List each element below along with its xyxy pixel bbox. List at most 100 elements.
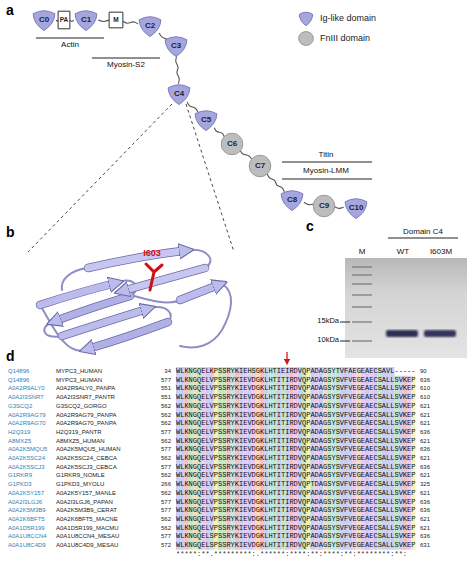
ig-domain: C4 bbox=[166, 83, 192, 105]
ig-domain: C8 bbox=[279, 189, 305, 211]
protein-band bbox=[424, 330, 456, 337]
construct-bar bbox=[388, 238, 458, 239]
domain-label: C5 bbox=[201, 116, 211, 124]
protein-band bbox=[386, 330, 418, 337]
sequence: WLKNGQELVPSSRYKIEVDGKLHTITIRDVQPADAGSYSV… bbox=[176, 411, 415, 420]
ig-domain: C0 bbox=[31, 9, 57, 31]
residue-number: 621 bbox=[420, 524, 430, 533]
residue-shading bbox=[176, 367, 415, 550]
ladder-band bbox=[352, 321, 372, 323]
ladder-band bbox=[352, 274, 372, 276]
accession-id: A0A2K5SCJ3 bbox=[8, 463, 45, 472]
strand-outline bbox=[88, 251, 182, 268]
domain-label: C10 bbox=[349, 204, 364, 212]
entry-name: G3SCQ2_GORGO bbox=[56, 402, 107, 411]
residue-number: 572 bbox=[161, 541, 171, 550]
ig-domain: C2 bbox=[137, 15, 163, 37]
accession-id: A0A2K5M3B9 bbox=[8, 506, 46, 515]
domain-label: C4 bbox=[174, 90, 184, 98]
gel-image bbox=[345, 258, 467, 358]
linker bbox=[240, 150, 252, 159]
beta-strand bbox=[180, 286, 216, 300]
residue-number: 577 bbox=[161, 532, 171, 541]
ig-domain: C10 bbox=[343, 197, 369, 219]
mw-marker: 10kDa bbox=[317, 336, 339, 345]
ladder-band bbox=[352, 340, 372, 342]
residue-number: 621 bbox=[420, 515, 430, 524]
legend-entry: Ig-like domain bbox=[298, 8, 376, 28]
entry-name: A0A2K5Y157_MANLE bbox=[56, 489, 116, 498]
sequence: WLKNGQELVPSSRYKIEVDGKLHTITIRDVQPADAGSYSV… bbox=[176, 428, 415, 437]
accession-id: A0A1U8C4D9 bbox=[8, 541, 46, 550]
residue-number: 562 bbox=[161, 419, 171, 428]
domain-label: C2 bbox=[145, 22, 155, 30]
box-shape bbox=[58, 11, 70, 29]
accession-id: H2Q319 bbox=[8, 428, 30, 437]
ig-shape bbox=[281, 191, 303, 211]
linker bbox=[176, 56, 180, 83]
entry-name: A0A1U8C4D9_MESAU bbox=[56, 541, 118, 550]
residue-number: 610 bbox=[420, 384, 430, 393]
strand-outline bbox=[180, 286, 216, 300]
accession-id: A0A2I3SNR7 bbox=[8, 393, 44, 402]
ig-shape bbox=[165, 37, 187, 57]
sequence: WLKNGQELVPSSRYKIEVDGKLHTITIRDVQPADAGSYSV… bbox=[176, 384, 415, 393]
residue-number: 577 bbox=[161, 463, 171, 472]
ig-domain: C1 bbox=[73, 9, 99, 31]
ig-shape bbox=[168, 85, 190, 105]
residue-number: 562 bbox=[161, 515, 171, 524]
domain-label: PA bbox=[60, 17, 69, 24]
marker-ladder bbox=[352, 266, 372, 342]
residue-number: 621 bbox=[420, 402, 430, 411]
region-bar bbox=[282, 179, 372, 180]
panel-letter: d bbox=[6, 348, 15, 364]
marker-tick bbox=[340, 322, 350, 323]
legend-swatch bbox=[298, 11, 314, 26]
ladder-band bbox=[352, 306, 372, 308]
entry-name: A0A2K5SCJ3_CEBCA bbox=[56, 463, 117, 472]
accession-id: A0A2R9AG70 bbox=[8, 419, 46, 428]
entry-name: H2Q319_PANTR bbox=[56, 428, 102, 437]
accession-id: Q14896 bbox=[8, 376, 29, 385]
entry-name: A0A2I3LGJ6_PAPAN bbox=[56, 498, 113, 507]
loop bbox=[62, 268, 88, 290]
strand-outline bbox=[126, 268, 205, 290]
residue-number: 636 bbox=[420, 376, 430, 385]
residue-number: 34 bbox=[164, 367, 171, 376]
linker bbox=[214, 128, 224, 137]
entry-name: A0A1U8CCN4_MESAU bbox=[56, 532, 119, 541]
entry-name: A0A2I3SNR7_PANTR bbox=[56, 393, 115, 402]
sequence: WLKNGQELSPSSRYKIEVDGKLHTITIRDVQPADAGSYSV… bbox=[176, 541, 415, 550]
residue-number: 621 bbox=[420, 411, 430, 420]
ribbon-structure bbox=[40, 250, 231, 351]
entry-name: A0A2R9ALY0_PANPA bbox=[56, 384, 115, 393]
accession-id: A0A2K5MQU5 bbox=[8, 445, 47, 454]
sequence: WLKNGQELVPSSRYKIEVDGKLHTITIRDVQPTDAGSYSV… bbox=[176, 480, 415, 489]
residue-number: 562 bbox=[161, 402, 171, 411]
strand-outline bbox=[91, 322, 168, 348]
legend-text: Ig-like domain bbox=[320, 13, 376, 23]
linker bbox=[304, 202, 314, 204]
residue-stick bbox=[146, 264, 162, 290]
lane-label: M bbox=[359, 247, 366, 256]
entry-name: G1RKR9_NOMLE bbox=[56, 471, 105, 480]
motif-box: M bbox=[109, 12, 123, 28]
fniii-domain: C9 bbox=[313, 195, 335, 217]
ig-shape bbox=[75, 11, 97, 31]
entry-name: MYPC3_HUMAN bbox=[56, 367, 102, 376]
entry-name: G1PKD3_MYOLU bbox=[56, 480, 104, 489]
beta-strand bbox=[91, 322, 168, 348]
residue-number: 636 bbox=[420, 532, 430, 541]
residue-number: 551 bbox=[161, 393, 171, 402]
domain-label: C3 bbox=[171, 42, 181, 50]
accession-id: G3SCQ2 bbox=[8, 402, 32, 411]
accession-id: A0A2K5SC24 bbox=[8, 454, 45, 463]
swatch-shape bbox=[299, 12, 312, 26]
residue-number: 621 bbox=[420, 437, 430, 446]
accession-id: A0A2K6BFT5 bbox=[8, 515, 45, 524]
ladder-band bbox=[352, 266, 372, 268]
beta-strand bbox=[126, 268, 205, 290]
entry-name: A0A2K5M3B9_CERAT bbox=[56, 506, 117, 515]
domain-label: C7 bbox=[255, 162, 265, 170]
sequence: WLKNGQELVPSSRYKIEVDGKLHTITIRDVQPADAGSYSV… bbox=[176, 437, 415, 446]
